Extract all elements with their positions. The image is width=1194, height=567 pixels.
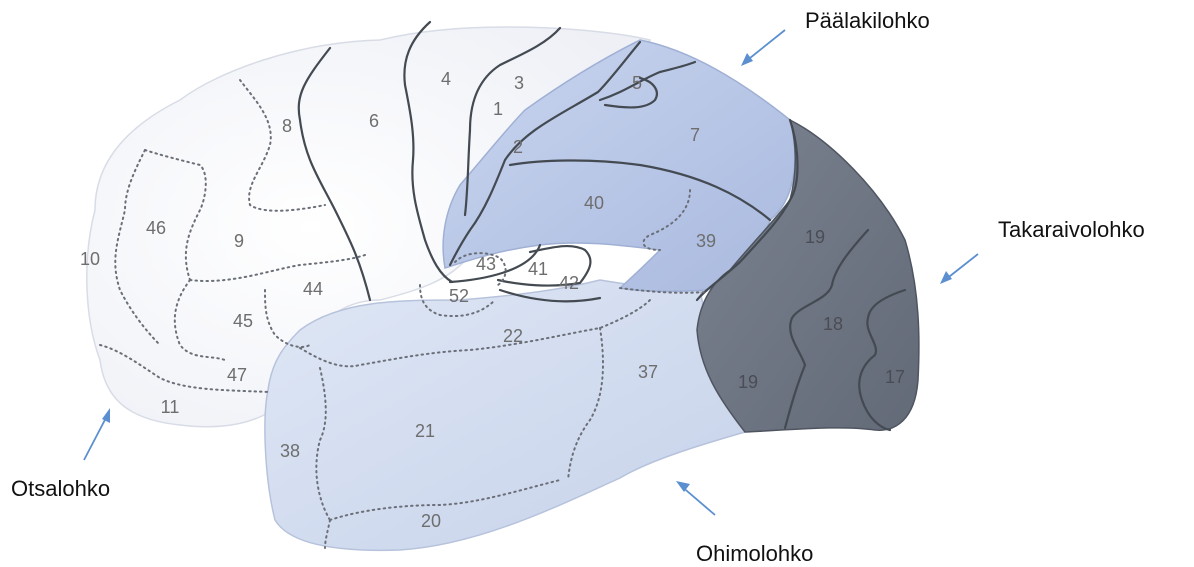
area-label: 4 [441,69,451,89]
area-label: 3 [514,73,524,93]
area-label: 41 [528,259,548,279]
area-label: 17 [885,367,905,387]
area-label: 7 [690,125,700,145]
frontal-lobe-label: Otsalohko [11,476,110,502]
arrow-frontal [84,408,110,460]
area-label: 44 [303,279,323,299]
area-label: 5 [632,73,642,93]
area-label: 40 [584,193,604,213]
area-label: 38 [280,441,300,461]
area-label: 2 [513,137,523,157]
area-label: 11 [161,397,180,417]
area-label: 10 [80,249,100,269]
area-label: 1 [493,99,503,119]
area-label: 9 [234,231,244,251]
area-label: 52 [449,286,469,306]
area-label: 21 [415,421,435,441]
area-label: 19 [805,227,825,247]
area-label: 8 [282,116,292,136]
area-label: 46 [146,218,166,238]
area-label: 22 [503,326,523,346]
parietal-lobe-label: Päälakilohko [805,8,930,34]
arrow-temporal [676,481,715,515]
area-label: 43 [476,254,496,274]
area-label: 18 [823,314,843,334]
area-label: 20 [421,511,441,531]
occipital-lobe-label: Takaraivolohko [998,217,1145,243]
area-label: 39 [696,231,716,251]
arrow-parietal [741,30,785,66]
temporal-lobe [265,280,745,550]
temporal-lobe-label: Ohimolohko [696,541,813,567]
area-label: 47 [227,365,247,385]
area-label: 45 [233,311,253,331]
area-label: 42 [559,273,579,293]
area-label: 6 [369,111,379,131]
area-label: 37 [638,362,658,382]
arrow-occipital [940,254,978,284]
area-label: 19 [738,372,758,392]
